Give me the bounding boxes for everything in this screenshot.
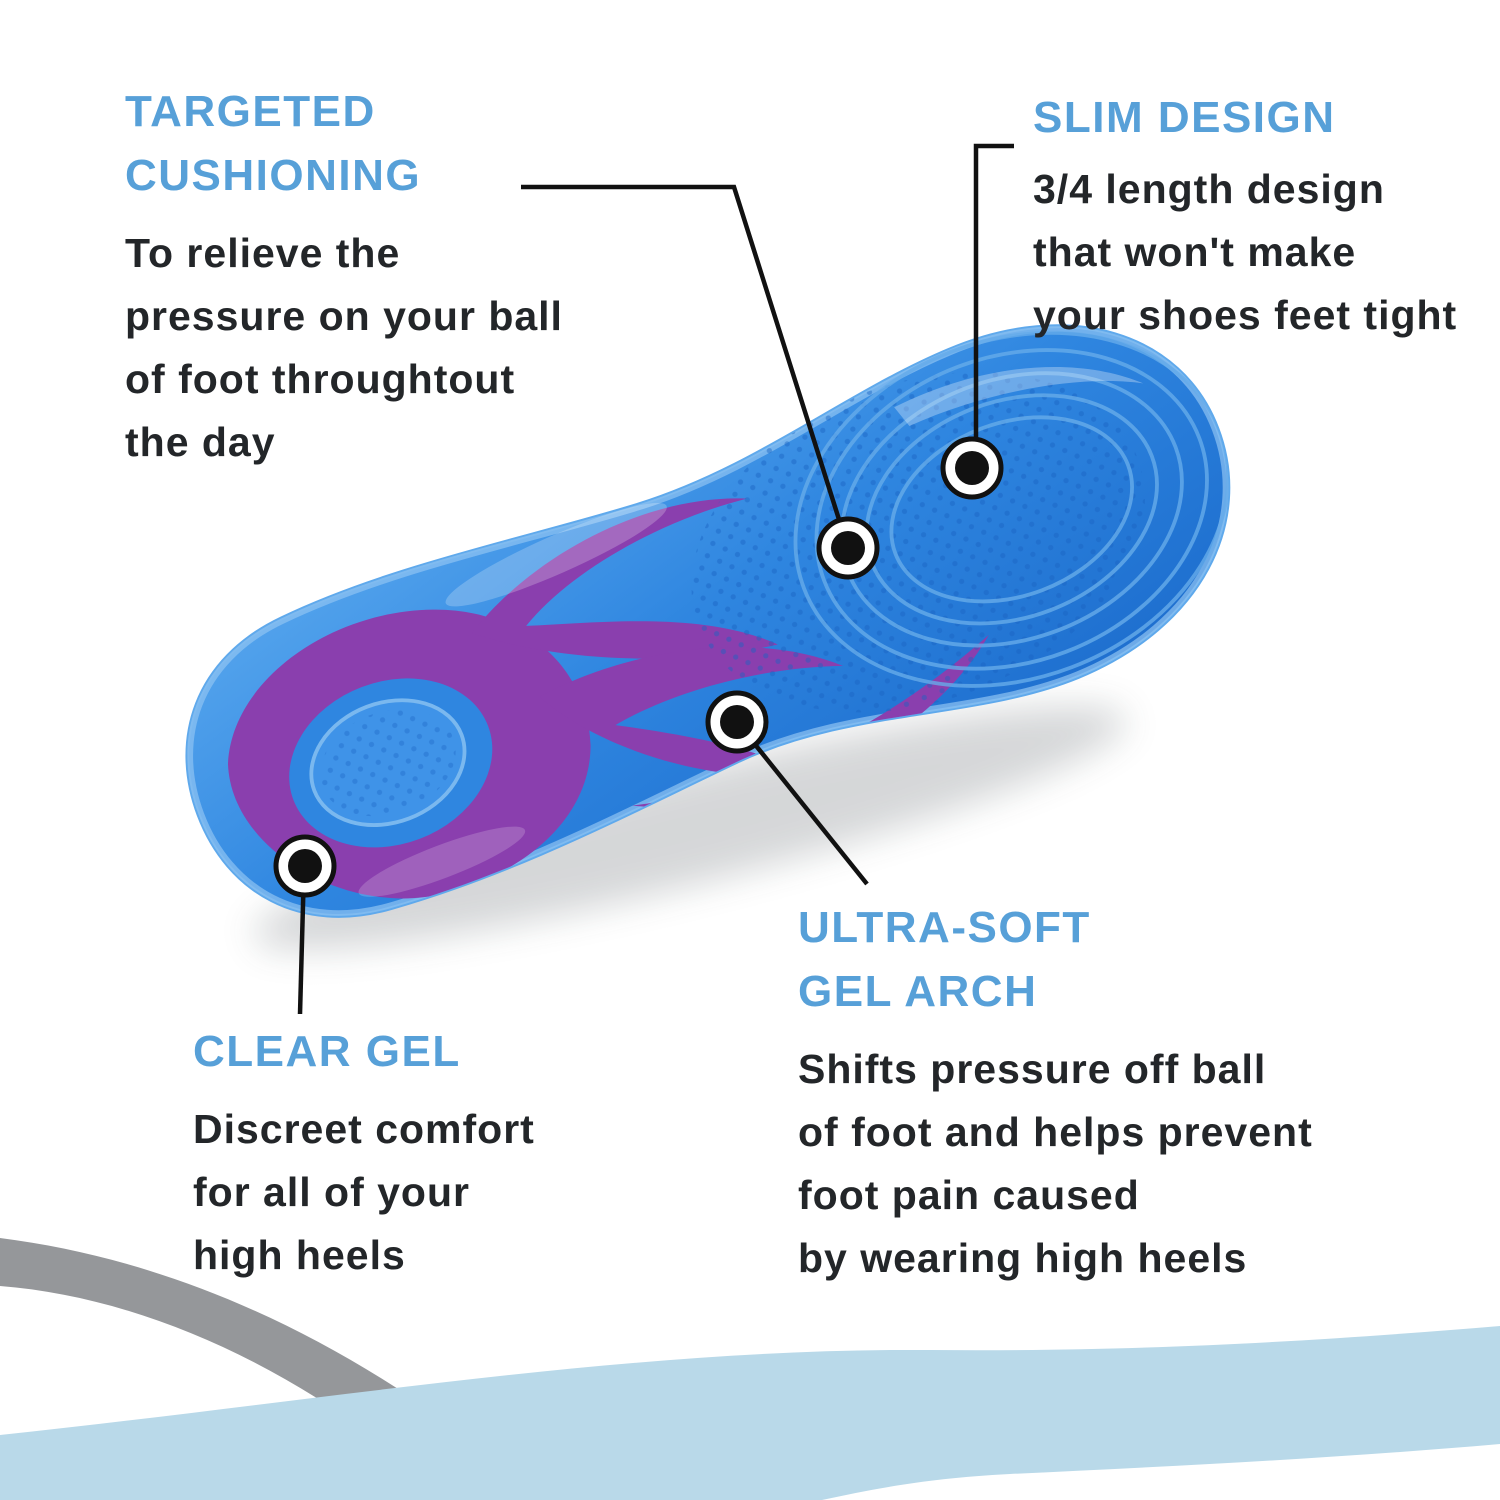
callout-slim-design: SLIM DESIGN 3/4 length design that won't… [1033, 86, 1493, 347]
forefoot-texture [691, 371, 1145, 713]
callout-body-targeted-cushioning: To relieve the pressure on your ball of … [125, 230, 563, 465]
bottom-wave-blue [0, 1326, 1500, 1500]
callout-line-targeted-cushioning [521, 184, 851, 549]
gel-sheen [358, 366, 1144, 897]
callout-heading-ultra-soft-gel-arch: ULTRA-SOFT GEL ARCH [798, 903, 1091, 1016]
callout-heading-clear-gel: CLEAR GEL [193, 1027, 461, 1076]
callout-line-gel-arch [735, 720, 869, 886]
insole-image [136, 268, 1285, 989]
callout-line-slim-design [973, 143, 1014, 468]
callout-dot-clear-gel [273, 834, 337, 898]
callout-body-slim-design: 3/4 length design that won't make your s… [1033, 166, 1458, 338]
callout-dot-slim-design [940, 436, 1004, 500]
callout-targeted-cushioning: TARGETED CUSHIONING To relieve the press… [125, 80, 645, 474]
callout-dots [273, 436, 1004, 898]
callout-dot-gel-arch [705, 690, 769, 754]
callout-clear-gel: CLEAR GEL Discreet comfort for all of yo… [193, 1020, 673, 1287]
callout-body-clear-gel: Discreet comfort for all of your high he… [193, 1106, 535, 1278]
callout-dot-targeted-cushioning [816, 516, 880, 580]
callout-heading-targeted-cushioning: TARGETED CUSHIONING [125, 87, 422, 200]
callout-body-ultra-soft-gel-arch: Shifts pressure off ball of foot and hel… [798, 1046, 1313, 1281]
callout-heading-slim-design: SLIM DESIGN [1033, 93, 1336, 142]
callout-ultra-soft-gel-arch: ULTRA-SOFT GEL ARCH Shifts pressure off … [798, 896, 1398, 1290]
insole-shadow [253, 706, 1127, 950]
